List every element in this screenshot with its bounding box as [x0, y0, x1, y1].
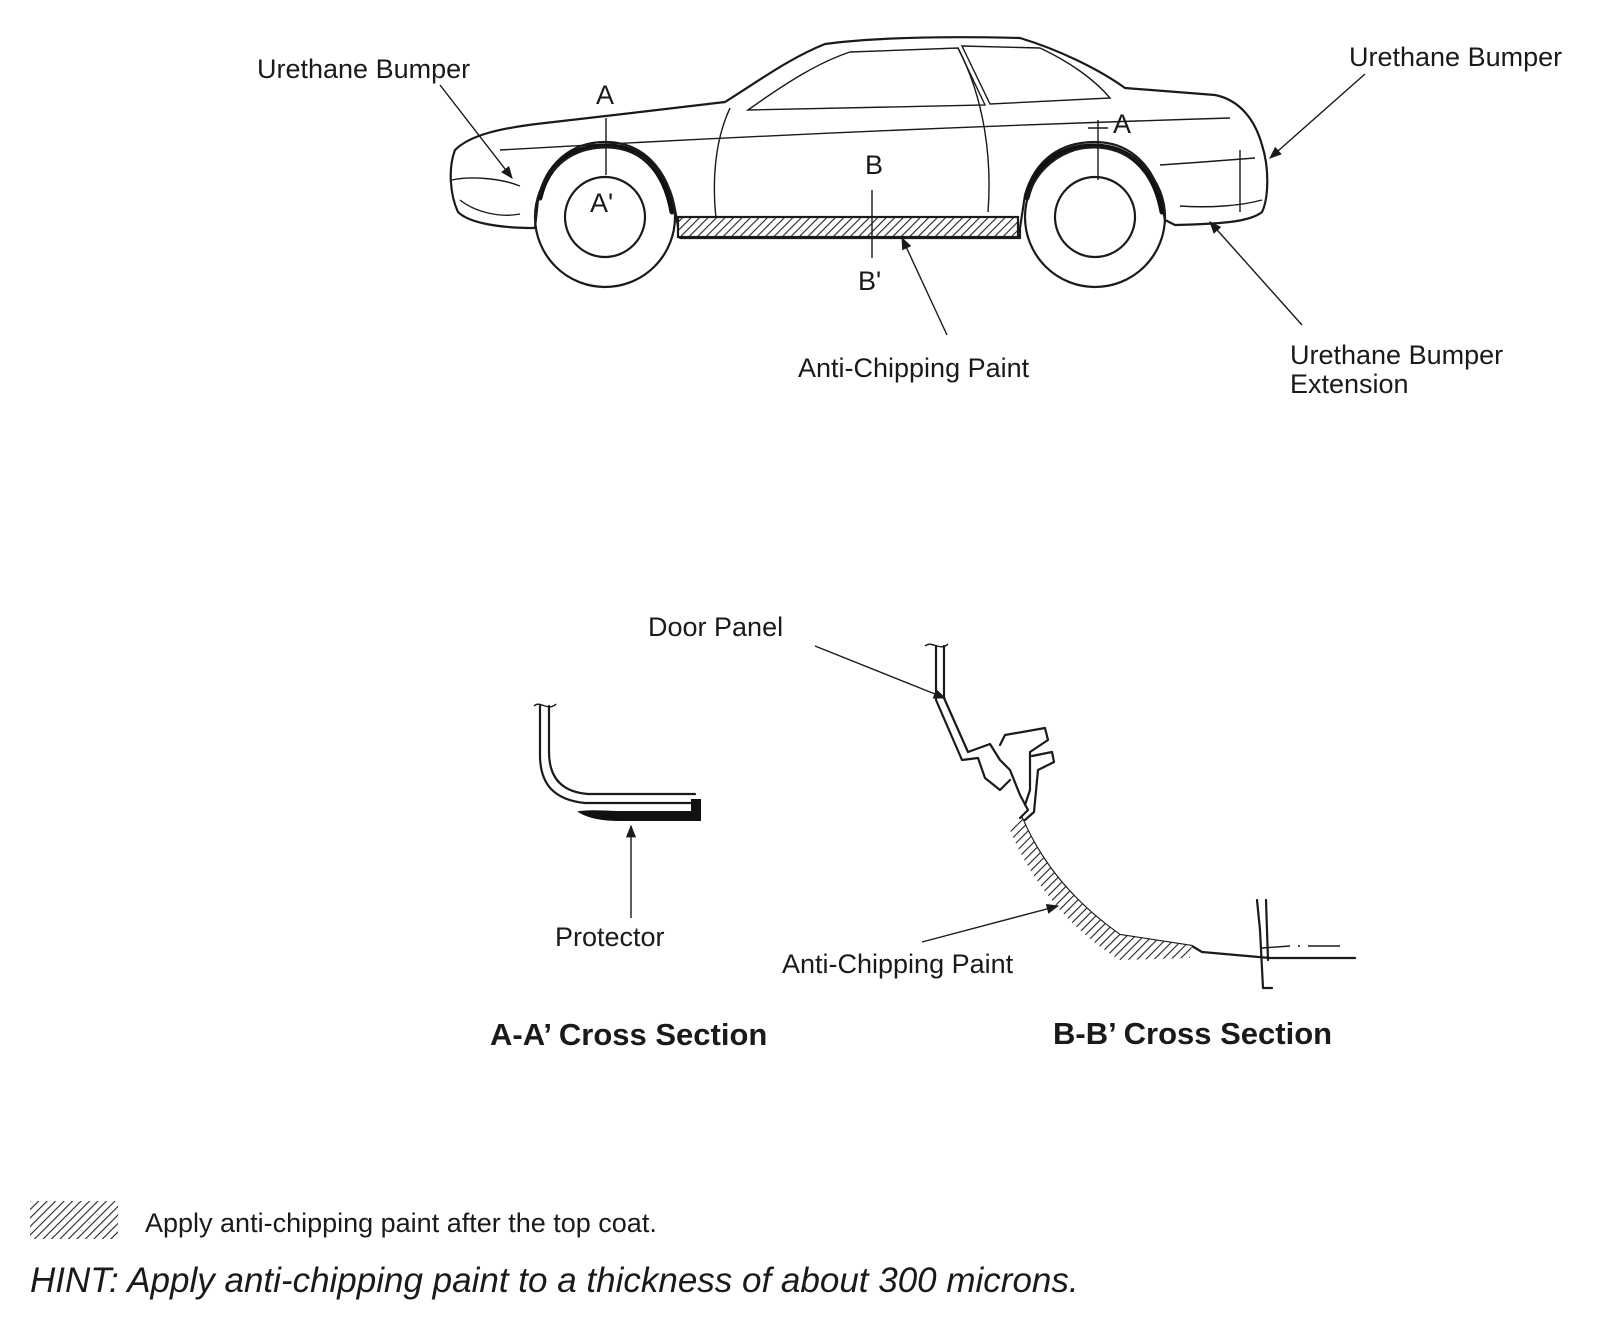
mark-a-rear: A [1113, 109, 1131, 139]
label-door-panel: Door Panel [648, 612, 783, 642]
label-anti-chip-side: Anti-Chipping Paint [798, 353, 1030, 383]
aa-break-mark [533, 703, 557, 708]
bb-rear-bracket [1255, 898, 1274, 990]
section-aa-drawing [533, 703, 701, 918]
bb-weatherstrip [1023, 750, 1056, 822]
rear-wheel-hub [1053, 175, 1137, 259]
car-body-outline [449, 36, 1269, 240]
car-window-outline [745, 47, 987, 111]
bb-center-line [1261, 945, 1340, 949]
section-bb-drawing [814, 643, 1357, 990]
section-bb-title: B-B’ Cross Section [1053, 1016, 1332, 1051]
aa-protector [577, 799, 701, 821]
aa-panel-inner [547, 704, 697, 796]
bb-seal-bracket [998, 726, 1050, 807]
car-character-line [499, 117, 1231, 151]
front-bumper-detail [451, 177, 521, 216]
car-rear-line [1159, 157, 1256, 166]
front-wheel-hub [563, 175, 647, 259]
mark-a-front: A [596, 80, 614, 110]
label-bumper-extension-1: Urethane Bumper [1290, 340, 1503, 370]
bb-anti-chip-area [1010, 818, 1192, 960]
leader-anti-chip-section [921, 904, 1060, 943]
label-bumper-extension-2: Extension [1290, 369, 1409, 399]
label-front-bumper: Urethane Bumper [257, 54, 470, 84]
leader-anti-chip-side [901, 236, 948, 336]
rear-bumper-detail [1179, 150, 1263, 212]
legend-hatch-swatch [30, 1201, 118, 1239]
aa-panel-outer [538, 704, 697, 805]
legend-text: Apply anti-chipping paint after the top … [145, 1208, 657, 1238]
front-wheel [533, 145, 677, 289]
mark-b-prime: B' [858, 266, 881, 296]
car-side-view [439, 36, 1366, 336]
mark-a-prime: A' [590, 188, 613, 218]
rear-wheel [1023, 145, 1167, 289]
rear-wheel-arch [1024, 143, 1165, 215]
car-rear-window [960, 45, 1112, 105]
section-aa-title: A-A’ Cross Section [490, 1017, 767, 1052]
bb-rocker-curve [1020, 816, 1357, 960]
hint-text: HINT: Apply anti-chipping paint to a thi… [30, 1261, 1079, 1300]
rocker-anti-chip-area [676, 215, 1020, 239]
mark-b: B [865, 150, 883, 180]
leader-front-bumper [439, 84, 513, 179]
leader-bumper-extension [1209, 221, 1303, 326]
bb-door-inner [942, 644, 1030, 820]
bb-door-panel [934, 644, 1012, 792]
leader-rear-bumper [1269, 73, 1366, 159]
leader-door-panel [814, 645, 947, 699]
label-protector: Protector [555, 922, 665, 952]
label-anti-chip-section: Anti-Chipping Paint [782, 949, 1014, 979]
car-door-line-rear [957, 47, 990, 213]
car-door-line-front [713, 107, 731, 219]
label-rear-bumper: Urethane Bumper [1349, 42, 1562, 72]
